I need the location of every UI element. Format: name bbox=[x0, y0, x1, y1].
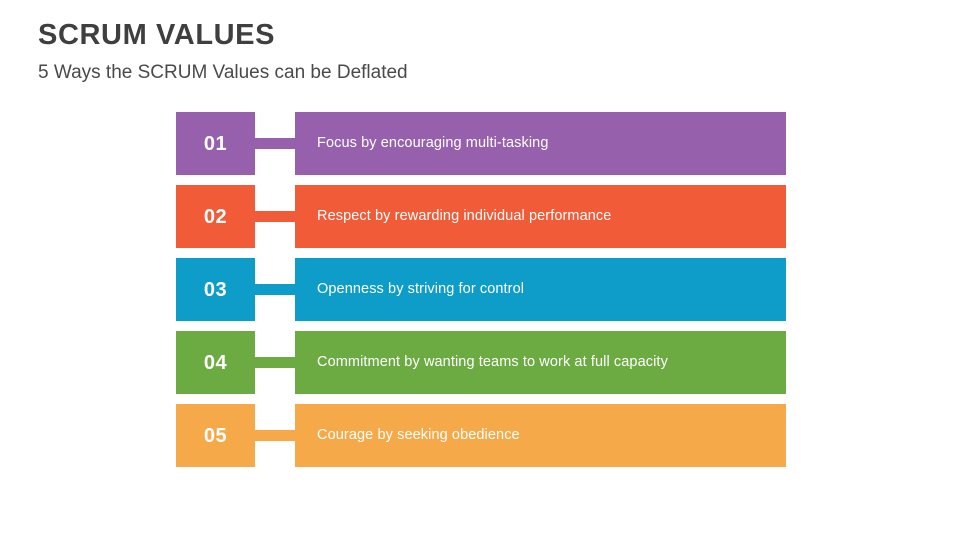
step-text-label: Focus by encouraging multi-tasking bbox=[317, 135, 549, 151]
connector-bar bbox=[255, 284, 295, 295]
step-number-box: 04 bbox=[176, 331, 255, 394]
list-item[interactable]: 01 Focus by encouraging multi-tasking bbox=[176, 112, 786, 175]
step-text-box: Commitment by wanting teams to work at f… bbox=[295, 331, 786, 394]
step-text-box: Courage by seeking obedience bbox=[295, 404, 786, 467]
connector-bar bbox=[255, 357, 295, 368]
page-subtitle: 5 Ways the SCRUM Values can be Deflated bbox=[38, 62, 408, 83]
connector-bar bbox=[255, 138, 295, 149]
step-number-box: 01 bbox=[176, 112, 255, 175]
step-number-box: 02 bbox=[176, 185, 255, 248]
step-text-label: Openness by striving for control bbox=[317, 281, 525, 297]
step-text-box: Openness by striving for control bbox=[295, 258, 786, 321]
list-item[interactable]: 05 Courage by seeking obedience bbox=[176, 404, 786, 467]
list-item[interactable]: 04 Commitment by wanting teams to work a… bbox=[176, 331, 786, 394]
step-text-label: Commitment by wanting teams to work at f… bbox=[317, 354, 668, 370]
step-number-label: 04 bbox=[203, 351, 228, 374]
step-number-label: 01 bbox=[203, 132, 228, 155]
step-text-box: Focus by encouraging multi-tasking bbox=[295, 112, 786, 175]
slide-header: SCRUM VALUES 5 Ways the SCRUM Values can… bbox=[38, 18, 898, 86]
step-text-label: Courage by seeking obedience bbox=[317, 427, 520, 443]
step-number-box: 05 bbox=[176, 404, 255, 467]
step-text-box: Respect by rewarding individual performa… bbox=[295, 185, 786, 248]
connector-bar bbox=[255, 430, 295, 441]
page-title: SCRUM VALUES bbox=[38, 19, 276, 51]
list-item[interactable]: 03 Openness by striving for control bbox=[176, 258, 786, 321]
step-number-label: 05 bbox=[203, 424, 228, 447]
step-number-label: 03 bbox=[203, 278, 228, 301]
step-number-label: 02 bbox=[203, 205, 228, 228]
connector-bar bbox=[255, 211, 295, 222]
step-text-label: Respect by rewarding individual performa… bbox=[317, 208, 612, 224]
scrum-values-list: 01 Focus by encouraging multi-tasking 02… bbox=[176, 112, 786, 467]
list-item[interactable]: 02 Respect by rewarding individual perfo… bbox=[176, 185, 786, 248]
step-number-box: 03 bbox=[176, 258, 255, 321]
